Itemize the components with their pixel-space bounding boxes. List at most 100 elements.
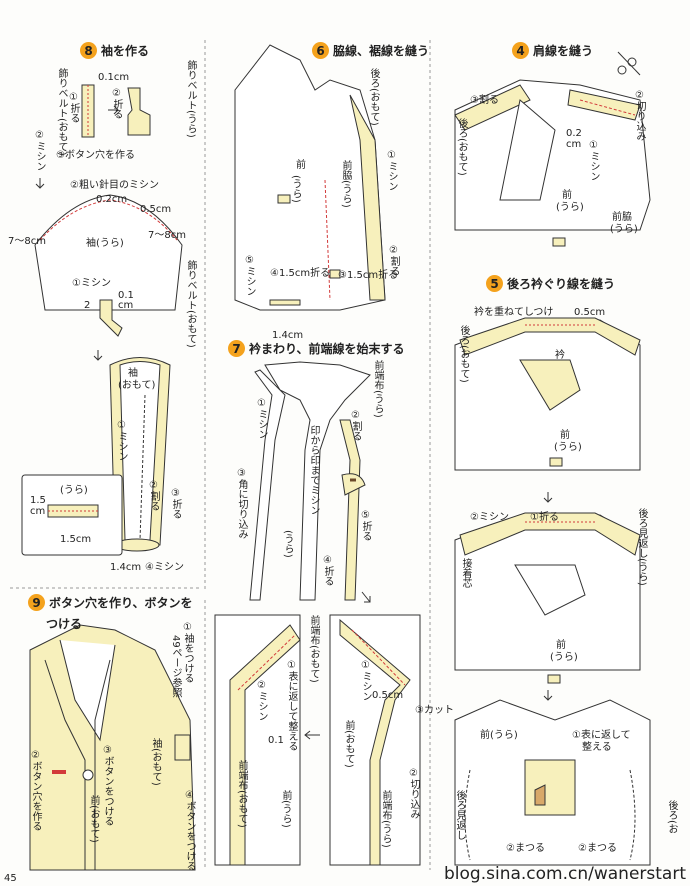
label-1-5cm: 1.5cm <box>60 534 92 545</box>
label-2: 2 <box>84 300 91 311</box>
label-s4-ushiro: 後ろ(おもて) <box>456 118 467 176</box>
label-0-1: 0.1 <box>118 290 134 301</box>
label-coarse-stitch: ②粗い針目のミシン <box>70 180 159 191</box>
label-s7b-mishin-2: ②ミシン <box>256 680 267 721</box>
label-s5-fold-1: ①折る <box>530 512 559 523</box>
front-edge-panel-1 <box>214 614 301 866</box>
label-s9-button-hole: ②ボタン穴を作る <box>30 750 41 831</box>
label-mishin-1: ①ミシン <box>72 278 111 289</box>
label-s7-maehashi-nuno: 前端布(うら) <box>372 360 383 418</box>
label-s9-ref: 49ページ参照 <box>170 635 181 698</box>
label-cm-2: cm <box>30 506 46 517</box>
label-1-5: 1.5 <box>30 495 46 506</box>
label-s5-mishin-2: ②ミシン <box>470 512 509 523</box>
finished-jacket <box>29 624 196 871</box>
label-s7-fold-4: ④折る <box>322 555 333 586</box>
label-s7c-cut-3: ③カット <box>415 705 454 716</box>
label-s5-ushiro-o: 後ろ(お <box>666 800 677 834</box>
label-s7c-0-5cm: 0.5cm <box>372 690 404 701</box>
label-s4-mae-ura: (うら) <box>556 202 584 213</box>
step-5-number: 5 <box>486 275 503 292</box>
label-s7-fold-5: ⑤折る <box>360 510 371 541</box>
step-6-header: 6 脇線、裾線を縫う <box>312 42 429 59</box>
belt-piece-2 <box>127 87 151 136</box>
label-sleeve-wari-2: ②割る <box>148 480 159 511</box>
label-s5-mae-3: 前(うら) <box>480 730 518 741</box>
label-s6-maewaki: 前脇(うら) <box>340 160 351 208</box>
label-s4-maewaki: 前脇 <box>612 212 632 223</box>
label-belt-omote: 飾りベルト(おもて) <box>56 68 67 156</box>
step-4-number: 4 <box>512 42 529 59</box>
label-s5-mae-ura: (うら) <box>554 442 582 453</box>
label-s9-button-tsukeru: ③ボタンをつける <box>102 745 113 826</box>
label-7-8cm-b: 7〜8cm <box>148 230 186 241</box>
front-edge-panel-2 <box>329 614 421 866</box>
label-s4-0-2: 0.2 <box>566 128 582 139</box>
step-7-title: 衿まわり、前端線を始末する <box>249 342 405 356</box>
label-0-5cm: 0.5cm <box>140 204 172 215</box>
label-sleeve-ura: 袖(うら) <box>86 238 124 249</box>
label-0-1cm: 0.1cm <box>98 72 130 83</box>
label-s5-mae-2: 前 <box>556 640 566 651</box>
label-belt-omote-2: 飾りベルト(おもて) <box>185 260 196 348</box>
label-s7b-omote-kaeshi: ①表に返して整える <box>286 660 297 751</box>
label-button-hole-3: ③ボタン穴を作る <box>56 150 135 161</box>
label-s4-wari-3: ③割る <box>470 95 499 106</box>
label-s5-eri-kasane: 衿を重ねてしつけ <box>474 307 554 318</box>
hem-detail-box <box>21 474 123 556</box>
step-9-header: 9 ボタン穴を作り、ボタンを つける <box>28 594 203 632</box>
label-s7c-mishin-1: ①ミシン <box>360 660 371 701</box>
step-9-title-2: つける <box>46 617 83 631</box>
sleeve-flat <box>34 194 183 337</box>
label-s5-settoshin: 接着芯 <box>460 558 471 588</box>
page-number: 45 <box>4 873 17 884</box>
label-s7b-maehashi-omote: 前端布(おもて) <box>236 760 247 828</box>
step-4-header: 4 肩線を縫う <box>512 42 593 59</box>
label-s5-0-5cm: 0.5cm <box>574 307 606 318</box>
label-s6-mishin-1: ①ミシン <box>386 150 397 191</box>
belt-piece-1 <box>81 84 95 138</box>
label-ura-box: (うら) <box>60 485 88 496</box>
step-8-header: 8 袖を作る <box>80 42 149 59</box>
label-s5-mae: 前 <box>560 430 570 441</box>
label-fold-2: ②折る <box>111 88 122 119</box>
step-5-header: 5 後ろ衿ぐり線を縫う <box>486 275 615 292</box>
label-s5-omote-kaeshi: ①表に返して <box>572 730 631 741</box>
label-s6-mae-ura: (うら) <box>290 175 301 203</box>
label-s4-mae: 前 <box>562 190 572 201</box>
collar-strip <box>249 361 371 601</box>
step-6-title: 脇線、裾線を縫う <box>333 44 430 58</box>
label-s7-wari-2: ②割る <box>350 410 361 441</box>
label-s4-kirikomi-2: ②切り込み <box>634 90 645 141</box>
back-neckline-3 <box>454 699 651 866</box>
label-s5-ushiro: 後ろ(おもて) <box>458 325 469 383</box>
step-9-number: 9 <box>28 594 45 611</box>
label-s5-totonoeru: 整える <box>582 742 612 753</box>
label-s6-mae: 前 <box>296 160 306 171</box>
label-s9-mae-omote: 前(おもて) <box>88 795 99 843</box>
step-8-number: 8 <box>80 42 97 59</box>
label-s6-fold-4: ④1.5cm折る <box>270 268 331 279</box>
label-belt-ura: 飾りベルト(うら) <box>185 60 196 138</box>
step-7-number: 7 <box>228 340 245 357</box>
label-s6-ushiro: 後ろ(おもて) <box>368 68 379 126</box>
back-neckline-2 <box>454 512 641 684</box>
label-s7b-maehashi: 前端布(おもて) <box>308 615 319 683</box>
label-mishin-4: ④ミシン <box>145 562 184 573</box>
label-s9-sode-omote: 袖(おもて) <box>150 738 161 786</box>
blog-watermark: blog.sina.com.cn/wanerstart <box>444 864 686 884</box>
label-s4-maewaki-ura: (うら) <box>610 224 638 235</box>
step-4-title: 肩線を縫う <box>533 44 594 58</box>
label-s7-kado: ③角に切り込み <box>236 468 247 539</box>
label-s7b-0-1: 0.1 <box>268 735 284 746</box>
label-s5-mae-2-ura: (うら) <box>550 652 578 663</box>
label-s7b-mae-ura: 前(うら) <box>280 790 291 828</box>
label-s6-fold-3: ③1.5cm折る <box>338 270 399 281</box>
step-5-title: 後ろ衿ぐり線を縫う <box>507 277 616 291</box>
label-sleeve-mishin-1: ①ミシン <box>116 420 127 461</box>
label-fold-1: ①折る <box>68 92 79 123</box>
step-7-header: 7 衿まわり、前端線を始末する <box>228 340 405 357</box>
label-s5-matsuru-b: ②まつる <box>578 843 617 854</box>
